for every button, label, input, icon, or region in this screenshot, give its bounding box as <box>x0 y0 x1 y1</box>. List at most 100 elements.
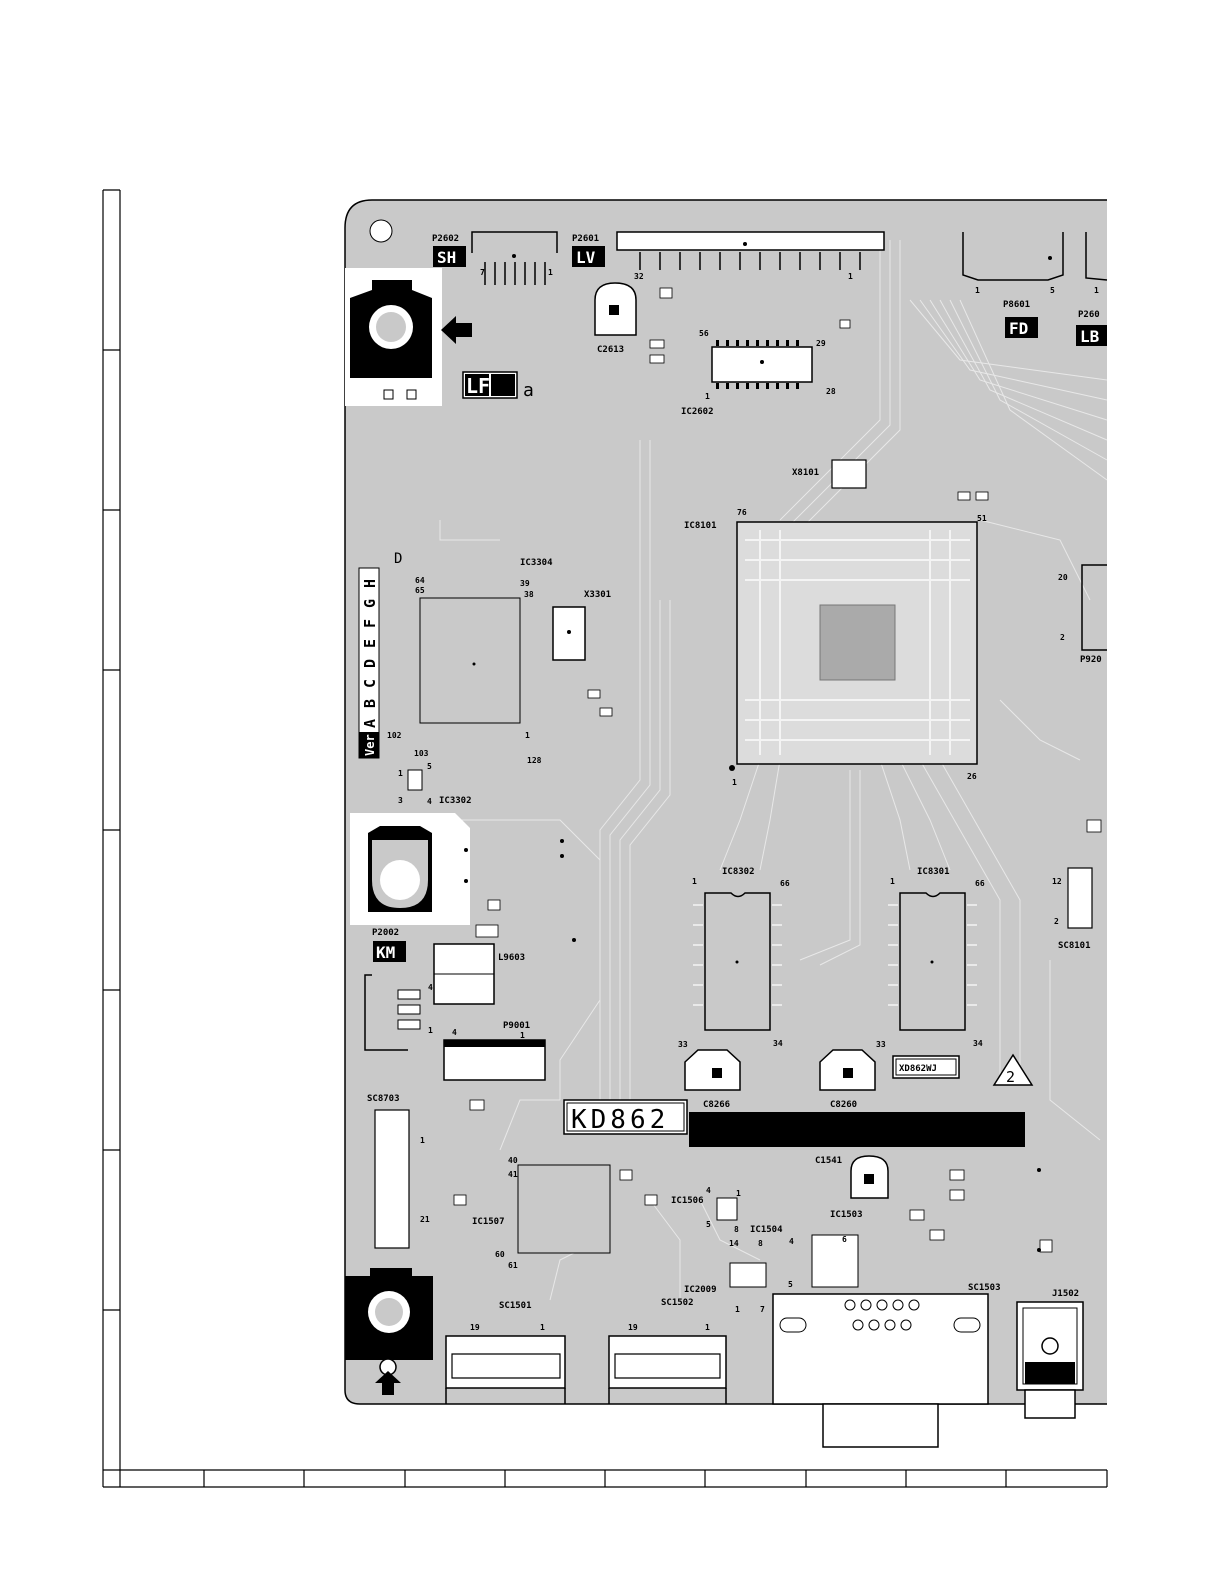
sc8703-pin-21: 21 <box>420 1215 430 1224</box>
version-letter-a: A <box>361 719 379 728</box>
p8601-ref: P8601 <box>1003 300 1030 310</box>
ic3304-pin-128: 128 <box>527 756 542 765</box>
c1541-ref: C1541 <box>815 1156 842 1166</box>
sh-tag: SH <box>437 248 456 267</box>
connector-p920: 20 2 P920 <box>1058 564 1107 665</box>
ic8302-pin-33: 33 <box>678 1040 688 1049</box>
connector-sc1503: SC1503 <box>772 1283 1001 1448</box>
connector-p260: 1 P260 LB <box>1076 232 1108 346</box>
ic2602-pin-1: 1 <box>705 392 710 401</box>
ic1506-pin-5: 5 <box>706 1220 711 1229</box>
p8601-pin-b: 5 <box>1050 286 1055 295</box>
corner-mark: D <box>394 551 402 567</box>
ic2602-pin-56: 56 <box>699 329 709 338</box>
version-letter-d: D <box>361 659 379 668</box>
p920-pin-a: 20 <box>1058 573 1068 582</box>
ic3304-pin-65: 65 <box>415 586 425 595</box>
ic3302-pin-4: 4 <box>427 797 432 806</box>
ic3302-pin-1: 1 <box>398 769 403 778</box>
grid-frame <box>102 189 1108 1488</box>
ic1503-pin-5: 5 <box>788 1280 793 1289</box>
ic2009-ref: IC2009 <box>684 1285 717 1295</box>
ic8301-ref: IC8301 <box>917 867 950 877</box>
x3301-ref: X3301 <box>584 590 611 600</box>
p9001-ref: P9001 <box>503 1021 530 1031</box>
ic-ic1506: IC1506 4 1 5 8 <box>671 1186 741 1234</box>
sc8703-pin-1: 1 <box>420 1136 425 1145</box>
ic1503-pin-6: 6 <box>842 1235 847 1244</box>
c8266-ref: C8266 <box>703 1100 730 1110</box>
ic8101-pin-26: 26 <box>967 772 977 781</box>
connector-p2601: P2601 LV 32 1 <box>572 231 885 281</box>
ic1507-pin-40: 40 <box>508 1156 518 1165</box>
ic-ic8302: IC8302 1 66 33 34 <box>678 867 790 1049</box>
ic-ic2009: IC2009 1 7 <box>684 1285 765 1314</box>
ic8302-pin-1: 1 <box>692 877 697 886</box>
connector-sc1502: SC1502 19 1 <box>608 1298 727 1404</box>
jack-j1502: J1502 <box>1016 1289 1084 1419</box>
mounting-bracket-top <box>345 268 442 406</box>
ic2009-pin-1: 1 <box>735 1305 740 1314</box>
mounting-hole <box>369 219 393 243</box>
ic-ic1507: IC1507 40 41 60 61 <box>472 1156 611 1270</box>
sc8703-ref: SC8703 <box>367 1094 400 1104</box>
fd-tag: FD <box>1009 319 1028 338</box>
p2002-pin-a: 4 <box>428 983 433 992</box>
crystal-x3301: X3301 <box>552 590 611 661</box>
p920-pin-b: 2 <box>1060 633 1065 642</box>
via-dots <box>398 242 1052 1252</box>
connector-sc8101: 12 2 SC8101 <box>1052 867 1093 951</box>
sc8101-ref: SC8101 <box>1058 941 1091 951</box>
ic1506-pin-8: 8 <box>734 1225 739 1234</box>
c8260-ref: C8260 <box>830 1100 857 1110</box>
ic8301-pin-33: 33 <box>876 1040 886 1049</box>
ic-ic8101: 76 51 1 26 IC8101 <box>684 508 987 787</box>
p2601-pin-b: 1 <box>848 272 853 281</box>
j1502-ref: J1502 <box>1052 1289 1079 1299</box>
ic1506-pin-4: 4 <box>706 1186 711 1195</box>
ic-ic3304: IC3304 64 65 39 38 102 103 128 1 <box>387 558 553 765</box>
p2601-ref: P2601 <box>572 234 599 244</box>
ic-ic8301: IC8301 1 66 33 34 <box>876 867 985 1049</box>
ic1504-pin-8: 8 <box>758 1239 763 1248</box>
c2613-ref: C2613 <box>597 345 624 355</box>
ic8101-pin-51: 51 <box>977 514 987 523</box>
lb-tag: LB <box>1080 327 1100 346</box>
ic-ic2602: 56 29 1 28 IC2602 <box>681 329 836 417</box>
capacitor-c8260: C8260 <box>819 1049 876 1110</box>
p9001-pin-b: 1 <box>520 1031 525 1040</box>
p260-ref: P260 <box>1078 310 1100 320</box>
ic8302-pin-66: 66 <box>780 879 790 888</box>
ic1503-pin-4: 4 <box>789 1237 794 1246</box>
p2601-pin-a: 32 <box>634 272 644 281</box>
capacitor-c8266: C8266 <box>684 1049 741 1110</box>
connector-p2602: P2602 SH 7 1 <box>432 231 558 285</box>
ic8101-ref: IC8101 <box>684 521 717 531</box>
lf-tag: LF a <box>462 371 534 401</box>
ic3302-pin-3: 3 <box>398 796 403 805</box>
version-letter-e: E <box>361 639 379 648</box>
ic8301-pin-34: 34 <box>973 1039 983 1048</box>
ic2602-ref: IC2602 <box>681 407 714 417</box>
ic3302-ref: IC3302 <box>439 796 472 806</box>
p8601-pin-a: 1 <box>975 286 980 295</box>
ic2602-pin-29: 29 <box>816 339 826 348</box>
version-code-box: XD862WJ <box>892 1055 960 1079</box>
connector-p2002: P2002 KM 4 1 <box>364 928 433 1051</box>
version-code: XD862WJ <box>899 1064 937 1074</box>
revision-triangle: 2 <box>992 1053 1034 1086</box>
rev-mark: 2 <box>1006 1068 1015 1086</box>
ic1503-ref: IC1503 <box>830 1210 863 1220</box>
sc1502-pin-1: 1 <box>705 1323 710 1332</box>
p2002-pin-b: 1 <box>428 1026 433 1035</box>
version-letter-b: B <box>361 699 379 708</box>
x8101-ref: X8101 <box>792 468 819 478</box>
sc1503-ref: SC1503 <box>968 1283 1001 1293</box>
ic3304-pin-103: 103 <box>414 749 429 758</box>
version-prefix: Ver <box>363 734 377 756</box>
version-letter-h: H <box>361 579 379 588</box>
version-strip: Ver A B C D E F G H <box>358 567 380 759</box>
arrow-left-icon <box>441 316 472 344</box>
capacitor-c1541: C1541 <box>815 1155 889 1199</box>
ic2602-pin-28: 28 <box>826 387 836 396</box>
